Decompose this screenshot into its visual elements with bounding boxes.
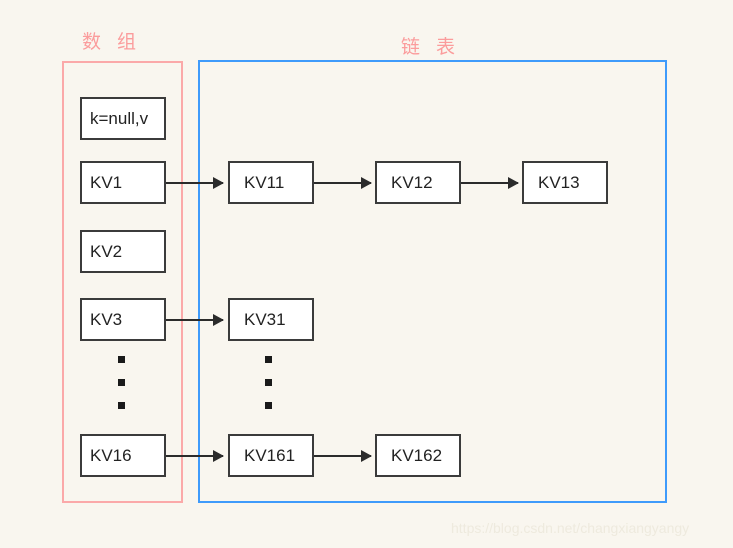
ellipsis-dot	[265, 379, 272, 386]
array-cell-0: k=null,v	[80, 97, 166, 140]
array-cell-4: KV16	[80, 434, 166, 477]
ellipsis-dot	[118, 356, 125, 363]
arrow-kv11-to-kv12	[314, 177, 372, 189]
arrow-array-to-kv161	[166, 450, 224, 462]
array-cell-2: KV2	[80, 230, 166, 273]
array-section-label: 数 组	[82, 31, 142, 53]
array-cell-1: KV1	[80, 161, 166, 204]
array-ellipsis-dots	[118, 356, 125, 409]
ellipsis-dot	[265, 356, 272, 363]
watermark-text: https://blog.csdn.net/changxiangyangy	[451, 520, 690, 536]
ellipsis-dot	[118, 402, 125, 409]
array-cell-3: KV3	[80, 298, 166, 341]
chain-node-kv31: KV31	[228, 298, 314, 341]
ellipsis-dot	[118, 379, 125, 386]
chain-node-kv13: KV13	[522, 161, 608, 204]
arrow-kv161-to-kv162	[314, 450, 372, 462]
arrow-kv12-to-kv13	[461, 177, 519, 189]
chain-node-kv11: KV11	[228, 161, 314, 204]
ellipsis-dot	[265, 402, 272, 409]
linked-list-section-label: 链 表	[401, 36, 461, 58]
linked-list-ellipsis-dots	[265, 356, 272, 409]
arrow-array-to-kv11	[166, 177, 224, 189]
chain-node-kv161: KV161	[228, 434, 314, 477]
linked-list-region	[198, 60, 667, 503]
array-region	[62, 61, 183, 503]
arrow-array-to-kv31	[166, 314, 224, 326]
chain-node-kv12: KV12	[375, 161, 461, 204]
chain-node-kv162: KV162	[375, 434, 461, 477]
